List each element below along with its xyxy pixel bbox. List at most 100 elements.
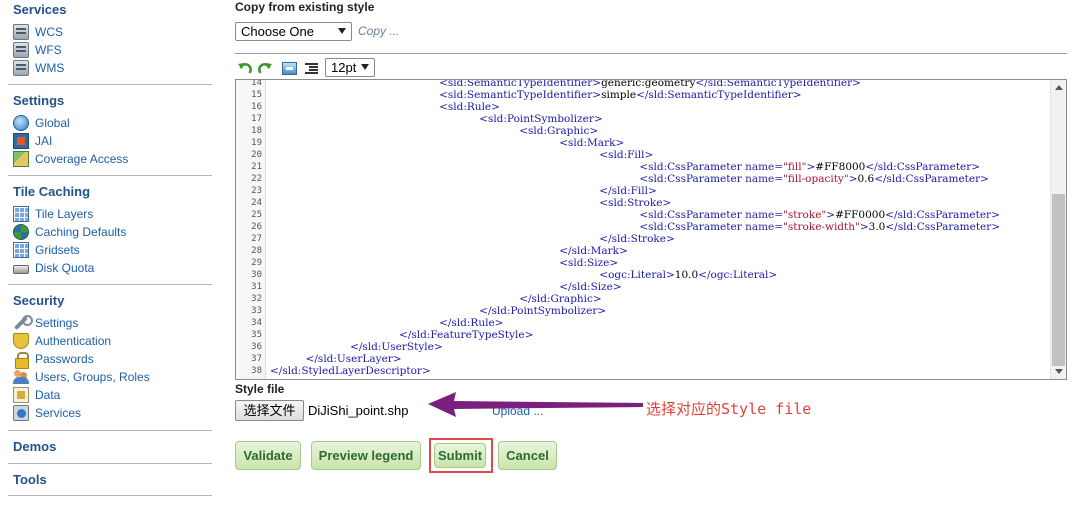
code-token: "fill" [783,161,807,173]
editor-scrollbar[interactable] [1050,80,1066,379]
format-icon[interactable] [304,60,320,76]
scroll-up-icon[interactable] [1055,85,1063,90]
validate-button[interactable]: Validate [235,441,301,470]
globe-icon [13,115,29,131]
line-number: 30 [251,270,262,280]
code-line: <sld:Graphic> [519,125,598,137]
line-number: 35 [251,330,262,340]
section-title-tools[interactable]: Tools [13,472,47,487]
sidebar-item-label: Disk Quota [35,261,95,275]
line-number: 24 [251,198,262,208]
code-token: <sld:SemanticTypeIdentifier> [439,89,602,101]
sidebar-item-settings-global[interactable]: Global [13,114,70,132]
code-line: <sld:SemanticTypeIdentifier>generic:geom… [439,80,861,89]
code-line: <sld:Stroke> [599,197,671,209]
code-line: <sld:CssParameter name="stroke">#FF0000<… [639,209,1000,221]
section-divider [8,495,212,496]
sidebar-item-label: Passwords [35,352,94,366]
sidebar-item-security-services[interactable]: Services [13,404,81,422]
sidebar-item-tile-caching-disk-quota[interactable]: Disk Quota [13,259,94,277]
scrollbar-thumb[interactable] [1052,194,1065,366]
code-token: </sld:SemanticTypeIdentifier> [636,89,802,101]
sidebar-item-security-data[interactable]: Data [13,386,60,404]
sidebar-item-label: Coverage Access [35,152,129,166]
code-token: </sld:Size> [559,281,622,293]
code-token: <sld:Graphic> [519,125,599,137]
line-number: 14 [251,79,262,88]
server-icon [13,42,29,58]
code-line: <sld:Size> [559,257,618,269]
copy-link[interactable]: Copy ... [358,24,400,38]
font-size-select[interactable]: 12pt [325,58,375,77]
sidebar-item-security-users-groups-roles[interactable]: Users, Groups, Roles [13,368,150,386]
code-token: <sld:Stroke> [599,197,672,209]
code-line: </sld:Fill> [599,185,657,197]
code-line: <sld:SemanticTypeIdentifier>simple</sld:… [439,89,802,101]
sidebar-item-settings-jai[interactable]: JAI [13,132,52,150]
code-token: <sld:Size> [559,257,619,269]
code-token: <sld:CssParameter [639,209,746,221]
line-number: 34 [251,318,262,328]
sidebar-item-security-authentication[interactable]: Authentication [13,332,111,350]
sidebar-item-security-settings[interactable]: Settings [13,314,78,332]
code-line: </sld:UserStyle> [350,341,443,353]
code-line: </sld:UserLayer> [306,353,402,365]
code-token: </sld:CssParameter> [874,173,989,185]
section-divider [8,284,212,285]
line-number: 17 [251,114,262,124]
code-token: <sld:Mark> [559,137,625,149]
scroll-down-icon[interactable] [1055,369,1063,374]
code-token: </sld:Stroke> [599,233,675,245]
choose-file-button[interactable]: 选择文件 [235,400,304,421]
code-line: <ogc:Literal>10.0</ogc:Literal> [599,269,777,281]
code-line: <sld:CssParameter name="fill">#FF8000</s… [639,161,980,173]
sidebar-item-security-passwords[interactable]: Passwords [13,350,94,369]
copy-style-select[interactable]: Choose One [235,22,352,41]
sidebar-item-services-wfs[interactable]: WFS [13,41,62,59]
code-token: 0.6 [857,173,875,185]
sidebar-item-label: Authentication [35,334,112,348]
code-token: #FF0000 [835,209,886,221]
code-line: </sld:Rule> [439,317,503,329]
code-line: </sld:Stroke> [599,233,674,245]
code-token: name= [745,173,784,185]
preview-legend-button[interactable]: Preview legend [311,441,421,470]
code-token: </ogc:Literal> [698,269,778,281]
redo-icon[interactable] [257,60,273,76]
sidebar-item-services-wcs[interactable]: WCS [13,23,63,41]
sidebar-item-label: Tile Layers [35,207,94,221]
code-token: 3.0 [868,221,886,233]
code-token: name= [745,161,784,173]
style-file-label: Style file [235,382,285,396]
code-token: </sld:Graphic> [519,293,602,305]
undo-icon[interactable] [237,60,253,76]
sidebar-item-label: JAI [35,134,53,148]
code-line: <sld:Mark> [559,137,624,149]
code-token: </sld:UserStyle> [350,341,443,353]
section-title-security: Security [13,293,65,308]
code-token: name= [745,221,784,233]
wrench-icon [13,315,33,331]
section-title-demos[interactable]: Demos [13,439,57,454]
submit-button[interactable]: Submit [434,443,486,468]
sidebar-item-tile-caching-gridsets[interactable]: Gridsets [13,241,80,259]
sidebar-item-tile-caching-caching-defaults[interactable]: Caching Defaults [13,223,126,241]
code-token: simple [601,89,637,101]
code-line: <sld:PointSymbolizer> [479,113,603,125]
code-token: <sld:CssParameter [639,221,746,233]
sidebar-item-services-wms[interactable]: WMS [13,59,64,77]
sidebar-item-settings-coverage-access[interactable]: Coverage Access [13,150,128,168]
code-line: </sld:Graphic> [519,293,602,305]
submit-highlight-box [429,438,493,473]
goto-line-icon[interactable] [282,62,297,75]
sidebar-item-tile-caching-tile-layers[interactable]: Tile Layers [13,205,93,223]
sidebar-item-label: Services [35,406,82,420]
section-divider [8,175,212,176]
code-token: </sld:CssParameter> [885,209,1000,221]
code-line: </sld:StyledLayerDescriptor> [270,365,431,377]
cancel-button[interactable]: Cancel [498,441,557,470]
cache-icon [13,224,29,240]
sidebar-item-label: WFS [35,43,62,57]
